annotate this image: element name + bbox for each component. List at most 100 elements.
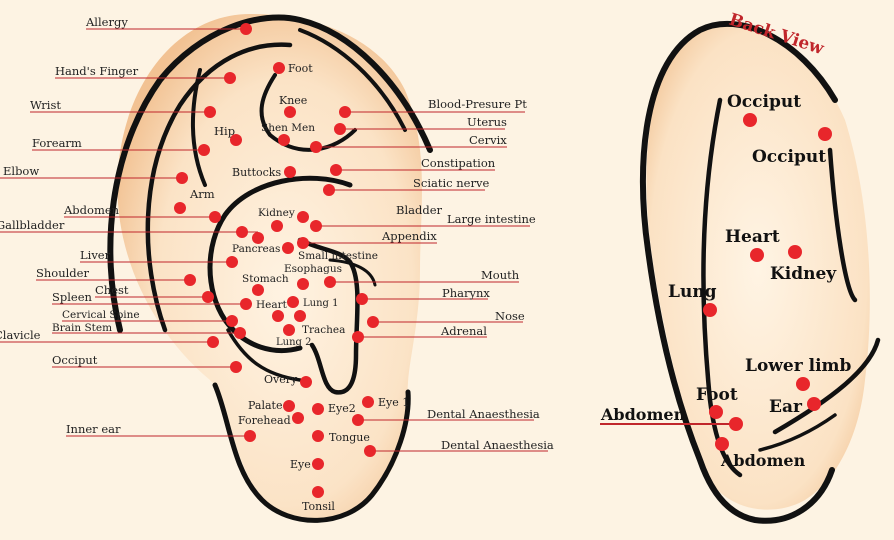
point-overy xyxy=(300,376,312,388)
point-trachea-b xyxy=(294,310,306,322)
point-eye xyxy=(312,458,324,470)
point-lung2 xyxy=(283,324,295,336)
label-overy: Overy xyxy=(264,373,298,386)
back-label-abdomen2: Abdomen xyxy=(720,451,806,470)
label-cervix: Cervix xyxy=(469,133,507,147)
label-appendix: Appendix xyxy=(381,229,437,243)
label-heart: Heart xyxy=(256,299,288,311)
point-bp xyxy=(339,106,351,118)
back-labels: Back View Occiput Occiput Heart Kidney L… xyxy=(600,10,852,470)
point-constipation xyxy=(330,164,342,176)
label-liver: Liver xyxy=(80,248,111,262)
point-back-lung xyxy=(703,303,717,317)
label-shoulder: Shoulder xyxy=(36,266,89,280)
label-stomach: Stomach xyxy=(242,273,289,285)
point-lung1 xyxy=(287,296,299,308)
point-cervix xyxy=(310,141,322,153)
label-trachea: Trachea xyxy=(302,324,345,336)
back-label-kidney: Kidney xyxy=(770,264,837,284)
back-label-lung: Lung xyxy=(668,282,717,302)
back-ear xyxy=(639,20,881,524)
point-back-kidney xyxy=(788,245,802,259)
label-tonsil: Tonsil xyxy=(302,500,335,513)
point-stomach xyxy=(252,284,264,296)
point-back-occiput2 xyxy=(818,127,832,141)
point-small-int xyxy=(282,242,294,254)
label-adrenal: Adrenal xyxy=(440,324,487,338)
point-back-heart xyxy=(750,248,764,262)
label-allergy: Allergy xyxy=(85,15,128,29)
point-tongue xyxy=(312,430,324,442)
point-knee xyxy=(284,106,296,118)
point-inner-ear xyxy=(244,430,256,442)
point-tonsil xyxy=(312,486,324,498)
label-chest: Chest xyxy=(95,283,129,297)
point-back-abdomen1 xyxy=(729,417,743,431)
point-pharynx xyxy=(356,293,368,305)
inner-helix xyxy=(145,42,293,333)
point-uterus xyxy=(334,123,346,135)
point-liver xyxy=(226,256,238,268)
front-labels: Allergy Hand's Finger Wrist Forearm Elbo… xyxy=(0,15,554,513)
point-back-ear xyxy=(807,397,821,411)
back-outer-outline xyxy=(639,20,838,524)
back-label-ear: Ear xyxy=(769,397,803,417)
point-eye2 xyxy=(312,403,324,415)
label-arm: Arm xyxy=(189,187,215,201)
point-back-foot xyxy=(709,405,723,419)
back-ear-skin xyxy=(646,25,870,510)
point-elbow xyxy=(176,172,188,184)
label-inner-ear: Inner ear xyxy=(66,422,121,436)
label-sciatic: Sciatic nerve xyxy=(413,176,489,190)
point-hip xyxy=(230,134,242,146)
back-label-heart: Heart xyxy=(725,227,780,247)
label-occiput: Occiput xyxy=(52,353,98,367)
label-nose: Nose xyxy=(495,309,525,323)
point-shenmen xyxy=(278,134,290,146)
front-ear xyxy=(107,14,433,523)
label-lung2: Lung 2 xyxy=(276,337,311,348)
point-occiput xyxy=(230,361,242,373)
point-esophagus xyxy=(297,278,309,290)
label-clavicle: Clavicle xyxy=(0,328,41,342)
label-kidney: Kidney xyxy=(258,207,295,219)
point-palate xyxy=(283,400,295,412)
point-hands-finger xyxy=(224,72,236,84)
back-lower-curve xyxy=(758,413,837,452)
label-hip: Hip xyxy=(214,124,235,138)
point-back-occiput1 xyxy=(743,113,757,127)
point-shoulder xyxy=(184,274,196,286)
label-forearm: Forearm xyxy=(32,136,82,150)
point-foot xyxy=(273,62,285,74)
point-heart xyxy=(240,298,252,310)
point-kidney xyxy=(271,220,283,232)
label-spleen: Spleen xyxy=(52,290,93,304)
back-label-lower-limb: Lower limb xyxy=(745,356,852,376)
point-large-int xyxy=(310,220,322,232)
point-dental2 xyxy=(364,445,376,457)
label-brain-stem: Brain Stem xyxy=(52,322,112,334)
label-abdomen: Abdomen xyxy=(63,203,120,217)
label-mouth: Mouth xyxy=(481,268,520,282)
point-back-lowerlimb xyxy=(796,377,810,391)
point-back-abdomen2 xyxy=(715,437,729,451)
leader-lines xyxy=(0,28,736,452)
label-wrist: Wrist xyxy=(30,98,61,112)
point-arm xyxy=(209,211,221,223)
point-appendix xyxy=(297,237,309,249)
label-shen-men: Shen Men xyxy=(261,122,315,134)
back-lobe-line xyxy=(772,337,881,435)
label-eye: Eye xyxy=(290,458,311,471)
lobe-outline xyxy=(212,382,411,523)
point-arm-a xyxy=(174,202,186,214)
point-allergy xyxy=(240,23,252,35)
antitragus xyxy=(328,258,377,287)
antihelix-upper xyxy=(298,28,407,132)
label-hands-finger: Hand's Finger xyxy=(55,64,139,78)
front-ear-skin xyxy=(117,14,422,522)
label-lung1: Lung 1 xyxy=(303,298,338,309)
point-buttocks xyxy=(284,166,296,178)
label-constipation: Constipation xyxy=(421,156,496,170)
